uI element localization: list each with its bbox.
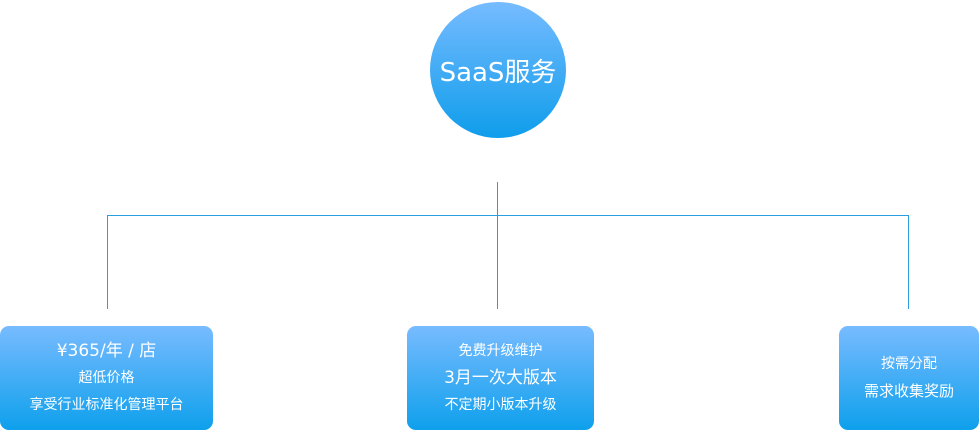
pricing-line: ¥365/年 / 店 (56, 340, 157, 361)
on-demand-line: 需求收集奖励 (863, 382, 954, 400)
connector-trunk (497, 182, 498, 309)
child-node-upgrades: 免费升级维护 3月一次大版本 不定期小版本升级 (407, 326, 594, 430)
connector-left (107, 215, 108, 309)
root-node-saas-service: SaaS服务 (430, 2, 566, 138)
connector-right (908, 215, 909, 309)
pricing-line: 享受行业标准化管理平台 (29, 396, 184, 413)
upgrade-line: 不定期小版本升级 (444, 396, 557, 413)
pricing-line: 超低价格 (78, 369, 135, 386)
child-node-pricing: ¥365/年 / 店 超低价格 享受行业标准化管理平台 (0, 326, 213, 430)
on-demand-line: 按需分配 (881, 356, 937, 372)
upgrade-line: 免费升级维护 (458, 342, 543, 359)
connector-horizontal (107, 215, 909, 216)
upgrade-line: 3月一次大版本 (444, 367, 557, 388)
child-node-on-demand: 按需分配 需求收集奖励 (839, 326, 979, 430)
root-node-label: SaaS服务 (439, 57, 557, 88)
